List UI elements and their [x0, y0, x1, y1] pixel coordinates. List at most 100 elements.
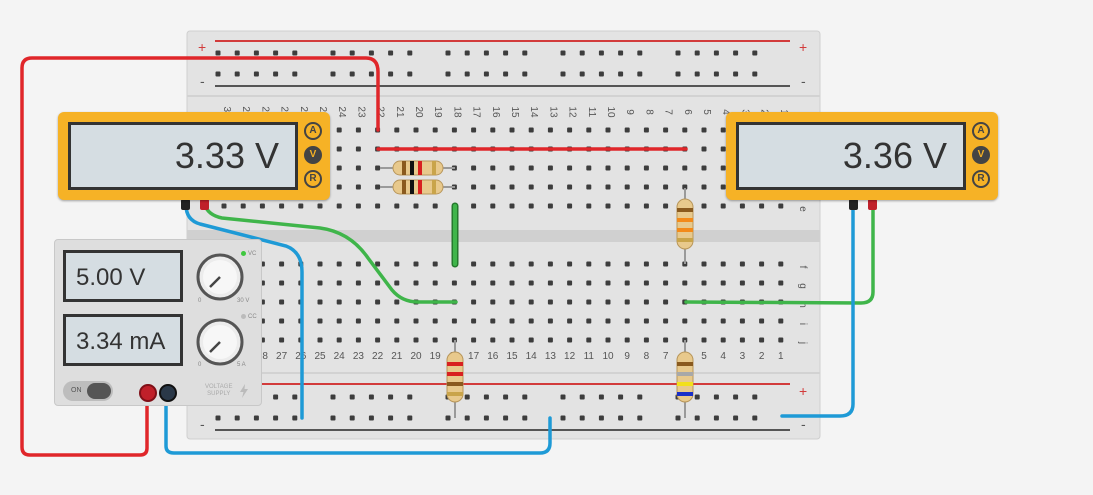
breadboard-hole[interactable]	[579, 394, 585, 400]
breadboard-hole[interactable]	[643, 165, 649, 171]
breadboard-hole[interactable]	[355, 165, 361, 171]
breadboard-hole[interactable]	[336, 203, 342, 209]
breadboard-hole[interactable]	[739, 337, 745, 343]
voltage-knob[interactable]	[195, 252, 245, 302]
breadboard-hole[interactable]	[528, 337, 534, 343]
breadboard-hole[interactable]	[375, 337, 381, 343]
blue-wire-right-meter-probe[interactable]	[780, 203, 855, 418]
breadboard-hole[interactable]	[547, 127, 553, 133]
breadboard-hole[interactable]	[483, 394, 489, 400]
breadboard-hole[interactable]	[432, 261, 438, 267]
breadboard-hole[interactable]	[279, 318, 285, 324]
breadboard-hole[interactable]	[407, 415, 413, 421]
breadboard-hole[interactable]	[778, 261, 784, 267]
breadboard-hole[interactable]	[336, 127, 342, 133]
breadboard-hole[interactable]	[330, 71, 336, 77]
breadboard-hole[interactable]	[388, 71, 394, 77]
blue-wire-left-meter-probe[interactable]	[184, 203, 304, 420]
green-wire-right-meter-probe[interactable]	[684, 203, 875, 305]
multimeter-left[interactable]: 3.33 V A V R	[58, 112, 330, 200]
breadboard-hole[interactable]	[701, 165, 707, 171]
breadboard-hole[interactable]	[701, 337, 707, 343]
breadboard-hole[interactable]	[560, 394, 566, 400]
breadboard-hole[interactable]	[368, 71, 374, 77]
breadboard-hole[interactable]	[273, 415, 279, 421]
breadboard-hole[interactable]	[279, 299, 285, 305]
breadboard-hole[interactable]	[579, 415, 585, 421]
breadboard-hole[interactable]	[445, 415, 451, 421]
breadboard-hole[interactable]	[336, 146, 342, 152]
breadboard-hole[interactable]	[739, 203, 745, 209]
breadboard-hole[interactable]	[586, 165, 592, 171]
breadboard-hole[interactable]	[394, 280, 400, 286]
breadboard-hole[interactable]	[637, 415, 643, 421]
breadboard-hole[interactable]	[643, 318, 649, 324]
breadboard-hole[interactable]	[643, 299, 649, 305]
breadboard-hole[interactable]	[675, 415, 681, 421]
breadboard-hole[interactable]	[509, 261, 515, 267]
breadboard-hole[interactable]	[643, 280, 649, 286]
breadboard-hole[interactable]	[598, 415, 604, 421]
breadboard-hole[interactable]	[682, 184, 688, 190]
breadboard-hole[interactable]	[598, 71, 604, 77]
breadboard-hole[interactable]	[490, 203, 496, 209]
power-switch[interactable]: ON	[63, 381, 113, 401]
breadboard-hole[interactable]	[567, 318, 573, 324]
breadboard-hole[interactable]	[643, 203, 649, 209]
multimeter-left-mode-r[interactable]: R	[304, 170, 322, 188]
breadboard-hole[interactable]	[713, 71, 719, 77]
breadboard-hole[interactable]	[605, 280, 611, 286]
breadboard-hole[interactable]	[720, 127, 726, 133]
breadboard-hole[interactable]	[701, 146, 707, 152]
breadboard-hole[interactable]	[464, 50, 470, 56]
breadboard-hole[interactable]	[215, 50, 221, 56]
breadboard-hole[interactable]	[624, 337, 630, 343]
breadboard-hole[interactable]	[509, 127, 515, 133]
breadboard-hole[interactable]	[547, 165, 553, 171]
breadboard-hole[interactable]	[675, 50, 681, 56]
breadboard-hole[interactable]	[464, 415, 470, 421]
breadboard-hole[interactable]	[355, 318, 361, 324]
breadboard-hole[interactable]	[432, 127, 438, 133]
breadboard-hole[interactable]	[483, 415, 489, 421]
breadboard-hole[interactable]	[605, 318, 611, 324]
breadboard-hole[interactable]	[682, 318, 688, 324]
breadboard-hole[interactable]	[451, 127, 457, 133]
breadboard-hole[interactable]	[471, 299, 477, 305]
breadboard-hole[interactable]	[292, 50, 298, 56]
breadboard-hole[interactable]	[317, 203, 323, 209]
breadboard-hole[interactable]	[778, 280, 784, 286]
breadboard-hole[interactable]	[567, 280, 573, 286]
breadboard-hole[interactable]	[528, 184, 534, 190]
breadboard-hole[interactable]	[471, 261, 477, 267]
breadboard-hole[interactable]	[560, 71, 566, 77]
breadboard-hole[interactable]	[355, 337, 361, 343]
breadboard-hole[interactable]	[567, 184, 573, 190]
breadboard-hole[interactable]	[778, 337, 784, 343]
breadboard-hole[interactable]	[586, 261, 592, 267]
breadboard-hole[interactable]	[503, 71, 509, 77]
breadboard-hole[interactable]	[605, 203, 611, 209]
breadboard-hole[interactable]	[509, 280, 515, 286]
left-meter-v-probe[interactable]	[200, 199, 209, 210]
breadboard-hole[interactable]	[490, 299, 496, 305]
breadboard-hole[interactable]	[720, 184, 726, 190]
breadboard-hole[interactable]	[701, 318, 707, 324]
breadboard-hole[interactable]	[298, 203, 304, 209]
breadboard-hole[interactable]	[490, 337, 496, 343]
breadboard-hole[interactable]	[503, 50, 509, 56]
breadboard-hole[interactable]	[586, 280, 592, 286]
multimeter-right[interactable]: 3.36 V A V R	[726, 112, 998, 200]
breadboard-hole[interactable]	[547, 318, 553, 324]
breadboard-hole[interactable]	[675, 71, 681, 77]
breadboard-hole[interactable]	[605, 165, 611, 171]
breadboard-hole[interactable]	[605, 261, 611, 267]
breadboard-hole[interactable]	[720, 261, 726, 267]
breadboard-hole[interactable]	[682, 127, 688, 133]
breadboard-hole[interactable]	[330, 394, 336, 400]
breadboard-hole[interactable]	[471, 203, 477, 209]
breadboard-hole[interactable]	[720, 146, 726, 152]
breadboard-hole[interactable]	[618, 50, 624, 56]
power-switch-toggle[interactable]	[87, 383, 111, 399]
breadboard-hole[interactable]	[432, 280, 438, 286]
